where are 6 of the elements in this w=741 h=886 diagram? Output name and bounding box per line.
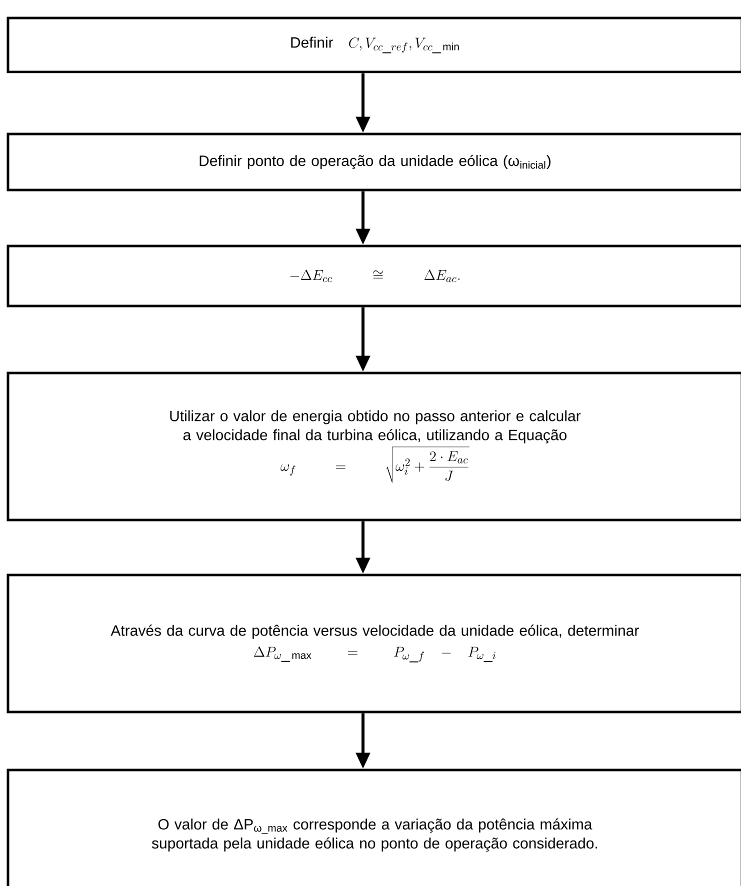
- process-box: Através da curva de potência versus velocidade da unidade eólica, determinar $\Delta P_{\omega\_\max} = P_{\omega\_f} - P_{\omega\_i}$: [6, 574, 741, 714]
- process-box: Definir ponto de operação da unidade eólica (ω$_{inicial}$): [6, 132, 741, 192]
- process-box: $-\Delta E_{cc} \cong \Delta E_{ac}.$: [6, 244, 741, 308]
- process-box: Utilizar o valor de energia obtido no passo anterior e calcular a velocidade final da turbina eólica, utilizando a Equação $\omega_f = \sqrt{\omega_i^2 + \frac{2 \cdot E_{ac}}{J}}$: [6, 372, 741, 522]
- process-box: Definir $C,V_{cc\_ref},V_{cc\_\min}$: [6, 16, 741, 74]
- process-box: O valor de ΔP$_{ω_max}$ corresponde a variação da potência máxima suportada pela unidade eólica no ponto de operação considerado.: [6, 768, 741, 886]
